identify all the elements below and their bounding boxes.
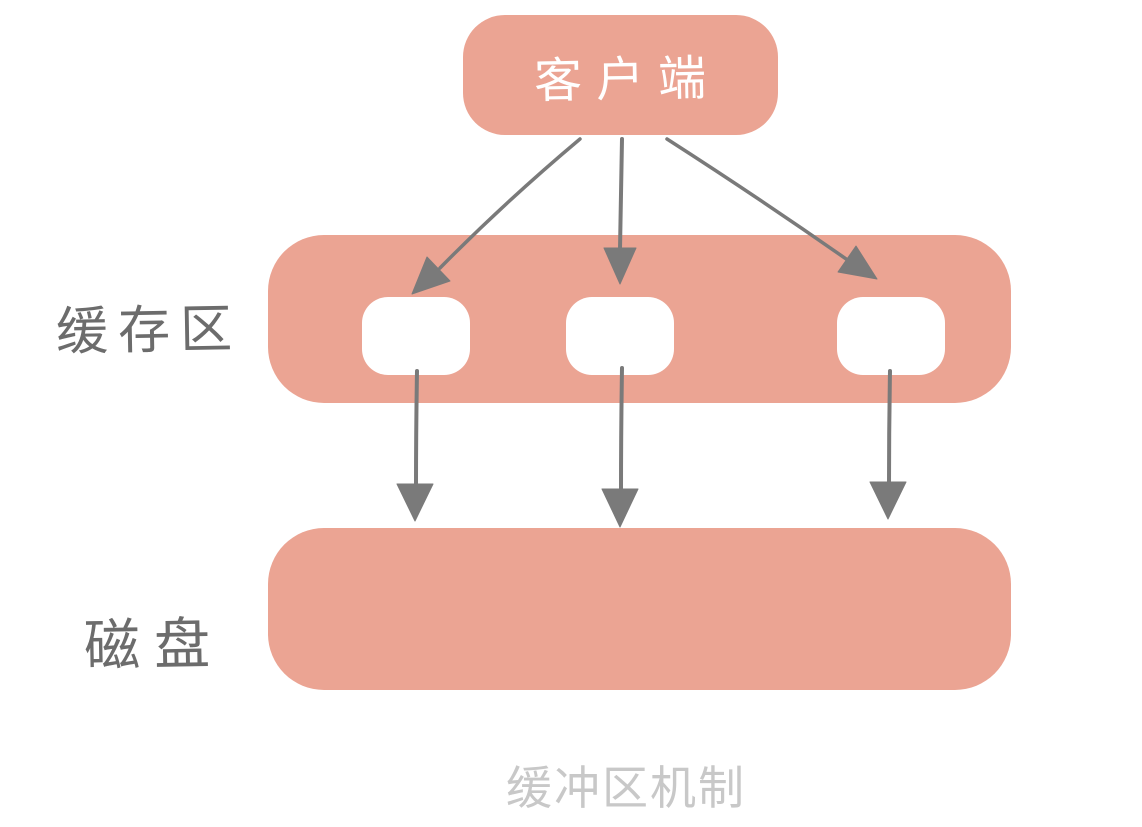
client-node-label: 客户端 (534, 50, 722, 110)
buffer-slot-2 (566, 297, 674, 375)
client-node: 客户端 (463, 15, 778, 135)
buffer-slot-1 (362, 297, 470, 375)
disk-band (268, 528, 1011, 690)
diagram-caption: 缓冲区机制 (506, 761, 746, 815)
buffer-slot-3 (837, 297, 945, 375)
cache-band-label: 缓存区 (55, 299, 243, 363)
disk-band-label: 磁盘 (83, 611, 225, 680)
